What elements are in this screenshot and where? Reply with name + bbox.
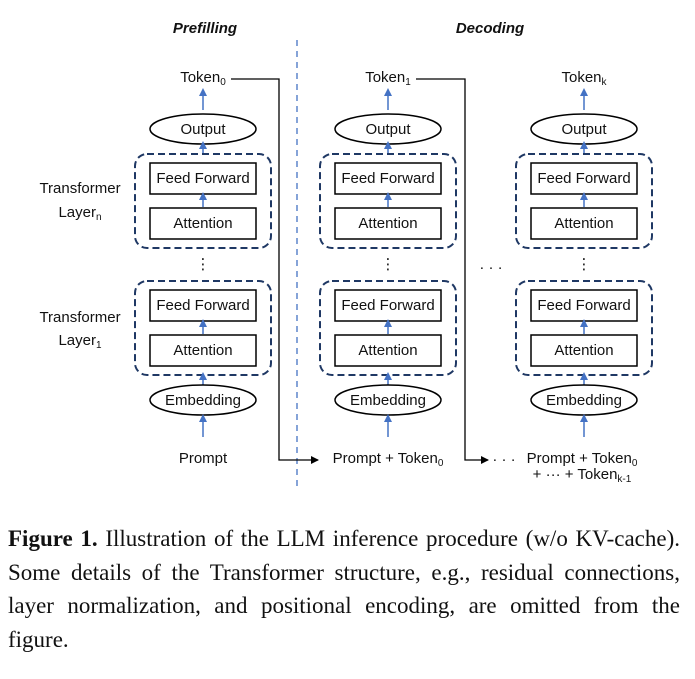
feed-forward-block — [149, 162, 257, 195]
attention-block — [149, 334, 257, 367]
embedding-label: Embedding — [350, 392, 426, 409]
attention-label: Attention — [173, 342, 232, 359]
attention-block — [334, 207, 442, 240]
attention-label: Attention — [173, 215, 232, 232]
caption-label: Figure 1. — [8, 526, 98, 551]
token-output-label: Tokenk — [561, 69, 607, 88]
side-label-layer-n-line2: Layern — [58, 204, 101, 223]
output-label: Output — [365, 121, 411, 138]
vertical-ellipsis: ⋮ — [381, 256, 396, 273]
embedding-label: Embedding — [546, 392, 622, 409]
attention-block — [530, 207, 638, 240]
attention-block — [149, 207, 257, 240]
side-label-layer-1: Transformer Layer1 — [39, 309, 120, 351]
feed-forward-block — [530, 162, 638, 195]
input-label: Prompt — [179, 450, 228, 467]
attention-block — [334, 334, 442, 367]
feed-forward-block — [334, 289, 442, 322]
vertical-ellipsis: ⋮ — [196, 256, 211, 273]
transformer-layer-n-box — [134, 153, 272, 249]
input-label-line2: + ··· + Tokenk-1 — [533, 466, 632, 485]
token-output-label: Token0 — [180, 69, 226, 88]
feed-forward-block — [530, 289, 638, 322]
feedback-connector-1 — [416, 78, 489, 464]
bottom-ellipsis: · · · — [492, 451, 515, 468]
caption-text: Illustration of the LLM inference proced… — [8, 526, 681, 652]
side-label-layer-n: Transformer Layern — [39, 180, 120, 223]
feed-forward-block — [334, 162, 442, 195]
prefilling-heading: Prefilling — [173, 20, 237, 37]
horizontal-ellipsis: · · · — [479, 259, 502, 276]
attention-label: Attention — [358, 342, 417, 359]
feed-forward-label: Feed Forward — [537, 297, 630, 314]
attention-label: Attention — [358, 215, 417, 232]
attention-label: Attention — [554, 215, 613, 232]
side-label-layer-1-line1: Transformer — [39, 309, 120, 326]
feed-forward-label: Feed Forward — [537, 170, 630, 187]
side-label-layer-n-line1: Transformer — [39, 180, 120, 197]
output-label: Output — [561, 121, 607, 138]
feed-forward-label: Feed Forward — [156, 297, 249, 314]
feedback-connector-0 — [231, 78, 319, 464]
attention-block — [530, 334, 638, 367]
feed-forward-label: Feed Forward — [341, 170, 434, 187]
inference-diagram: Prefilling Decoding Transformer Layern T… — [39, 20, 653, 488]
feed-forward-label: Feed Forward — [156, 170, 249, 187]
embedding-label: Embedding — [165, 392, 241, 409]
output-label: Output — [180, 121, 226, 138]
side-label-layer-1-line2: Layer1 — [58, 332, 102, 351]
attention-label: Attention — [554, 342, 613, 359]
token-output-label: Token1 — [365, 69, 411, 88]
input-label: Prompt + Token0 — [333, 450, 444, 469]
figure-caption: Figure 1. Illustration of the LLM infere… — [8, 522, 680, 656]
input-label: Prompt + Token0 — [527, 450, 638, 469]
transformer-layer-n-box — [319, 153, 457, 249]
feed-forward-label: Feed Forward — [341, 297, 434, 314]
transformer-layer-n-box — [515, 153, 653, 249]
vertical-ellipsis: ⋮ — [577, 256, 592, 273]
decoding-heading: Decoding — [456, 20, 524, 37]
